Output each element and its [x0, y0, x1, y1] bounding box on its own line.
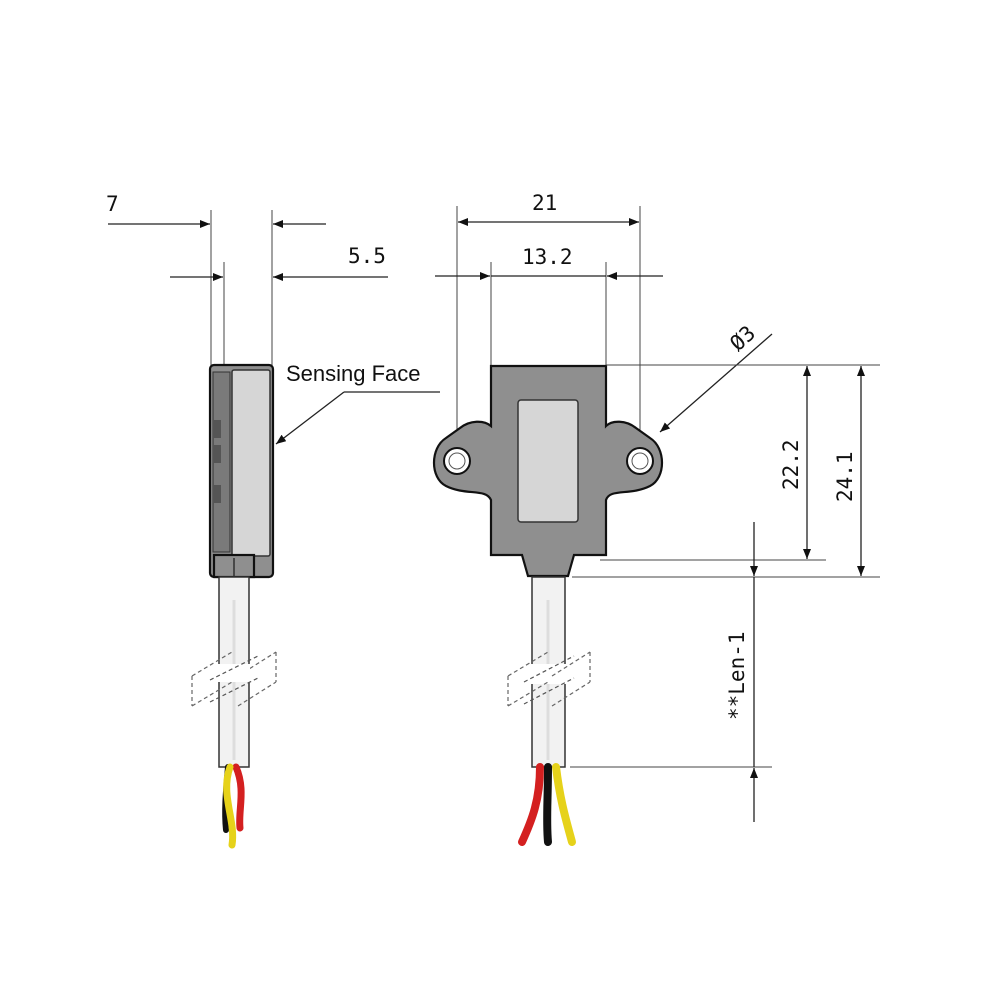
dimension-height-inner: 22.2	[779, 366, 811, 559]
front-cable	[507, 576, 591, 846]
dimension-cable-length-label: **Len-1	[725, 631, 749, 720]
dimension-height-outer: 24.1	[833, 366, 865, 576]
dimension-front-width-label: 21	[532, 191, 557, 215]
side-cable	[191, 576, 277, 849]
sensing-window	[517, 399, 579, 523]
front-sensor-body	[433, 364, 663, 578]
dimension-side-face-label: 5.5	[348, 244, 386, 268]
side-sensor-body	[208, 363, 275, 579]
dimension-side-width-label: 7	[106, 192, 119, 216]
front-wire-red	[518, 763, 544, 846]
dimension-cable-length: **Len-1	[725, 522, 758, 822]
front-wire-black	[543, 763, 552, 846]
dimension-hole-diameter: Ø3	[659, 321, 773, 433]
sensing-face-label: Sensing Face	[286, 361, 421, 386]
side-view: 7 5.5	[106, 192, 440, 849]
dimension-side-face: 5.5	[170, 244, 388, 281]
dimension-hole-spacing-label: 13.2	[522, 245, 573, 269]
side-wire-red	[232, 763, 245, 832]
sensing-face-callout: Sensing Face	[275, 361, 440, 445]
front-view: 21 13.2 Ø3 22	[433, 191, 880, 846]
front-wire-yellow	[552, 763, 576, 846]
side-wire-yellow	[223, 763, 237, 849]
dimension-height-inner-label: 22.2	[779, 439, 803, 490]
dimension-height-outer-label: 24.1	[833, 451, 857, 502]
dimension-front-width: 21	[458, 191, 639, 226]
dimension-hole-diameter-label: Ø3	[725, 321, 760, 356]
dimension-hole-spacing: 13.2	[435, 245, 663, 280]
dimension-side-width: 7	[106, 192, 326, 228]
